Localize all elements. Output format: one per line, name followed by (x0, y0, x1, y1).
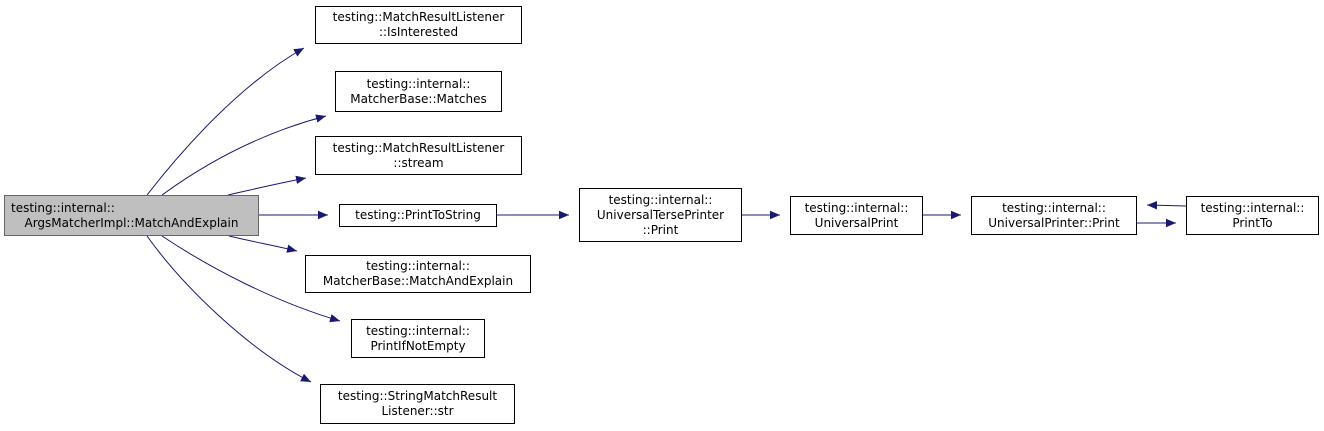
node-stream[interactable]: testing::MatchResultListener::stream (315, 136, 522, 175)
node-label-line: testing::internal:: (11, 200, 115, 215)
node-label-line: testing::MatchResultListener (332, 140, 505, 155)
edge-root-to-print-if-not-empty (161, 235, 341, 323)
node-label-line: testing::PrintToString (355, 208, 481, 222)
edge-root-to-is-interested (146, 47, 305, 196)
node-label-line: UniversalPrint (814, 215, 899, 230)
node-label-line: testing::internal:: (366, 323, 470, 338)
node-label-line: testing::MatchResultListener (332, 10, 505, 24)
node-label-line: testing::StringMatchResult (337, 389, 498, 403)
node-root: testing::internal::ArgsMatcherImpl::Matc… (4, 195, 259, 236)
node-label-line: ::Print (642, 222, 679, 237)
node-is-interested[interactable]: testing::MatchResultListener::IsInterest… (315, 6, 522, 44)
node-print-to-string[interactable]: testing::PrintToString (339, 204, 497, 227)
node-universal-printer-print[interactable]: testing::internal::UniversalPrinter::Pri… (971, 196, 1137, 235)
edge-print-to-to-universal-printer-print (1146, 201, 1187, 210)
node-label-line: UniversalPrinter::Print (988, 215, 1120, 230)
node-match-and-explain[interactable]: testing::internal::MatcherBase::MatchAnd… (305, 255, 531, 293)
node-label-line: testing::internal:: (366, 76, 471, 91)
edge-root-to-stream (227, 175, 307, 196)
node-label-line: MatcherBase::MatchAndExplain (322, 274, 514, 288)
edge-root-to-match-and-explain (228, 235, 298, 253)
node-label-line: testing::internal:: (1200, 200, 1305, 215)
node-label-line: Listener::str (381, 404, 454, 418)
edge-root-to-matches (161, 114, 327, 196)
node-universal-print[interactable]: testing::internal::UniversalPrint (790, 196, 923, 235)
node-label-line: testing::internal:: (608, 192, 713, 207)
node-print-if-not-empty[interactable]: testing::internal::PrintIfNotEmpty (351, 319, 485, 358)
node-label-line: ::IsInterested (378, 25, 459, 39)
edge-root-to-str (146, 235, 312, 383)
node-label-line: MatcherBase::Matches (350, 91, 487, 106)
node-label-line: PrintTo (1232, 215, 1273, 230)
node-label-line: testing::internal:: (1002, 200, 1106, 215)
node-label-line: UniversalTersePrinter (596, 207, 725, 222)
node-label-line: testing::internal:: (804, 200, 909, 215)
node-universal-terse-printer-print[interactable]: testing::internal::UniversalTersePrinter… (579, 188, 742, 242)
node-label-line: ArgsMatcherImpl::MatchAndExplain (24, 215, 239, 230)
node-label-line: ::stream (393, 155, 444, 170)
node-label-line: PrintIfNotEmpty (370, 338, 466, 353)
node-print-to[interactable]: testing::internal::PrintTo (1186, 196, 1319, 235)
node-matches[interactable]: testing::internal::MatcherBase::Matches (335, 71, 502, 112)
node-label-line: testing::internal:: (366, 259, 470, 273)
